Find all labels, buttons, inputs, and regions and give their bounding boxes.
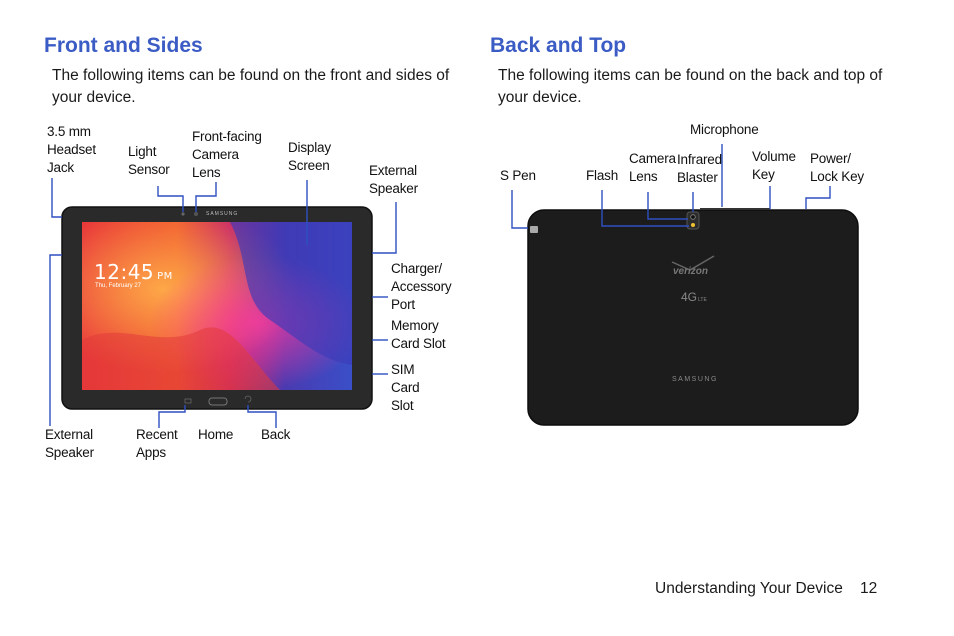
label-line: Flash	[586, 168, 619, 183]
network-badge-main: 4G	[681, 290, 698, 304]
label-line: Memory	[391, 318, 439, 333]
label-line: Display	[288, 140, 331, 155]
label-line: Speaker	[45, 445, 94, 460]
label-line: Back	[261, 427, 291, 442]
label-line: Screen	[288, 158, 330, 173]
label-home: Home	[198, 426, 233, 444]
label-line: Slot	[391, 398, 414, 413]
light-sensor-dot	[181, 212, 185, 216]
footer-page-number: 12	[860, 580, 878, 597]
label-power-lock-key: Power/Lock Key	[810, 150, 864, 186]
label-flash: Flash	[586, 167, 618, 185]
label-line: Jack	[47, 160, 74, 175]
label-line: Power/	[810, 151, 851, 166]
front-callouts	[49, 178, 397, 428]
label-line: S Pen	[500, 168, 536, 183]
label-line: Infrared	[677, 152, 722, 167]
clock-time: 12:45	[94, 260, 155, 284]
label-line: Card Slot	[391, 336, 446, 351]
back-callouts	[511, 144, 831, 229]
front-camera-dot	[194, 212, 198, 216]
label-line: 3.5 mm	[47, 124, 91, 139]
label-line: External	[369, 163, 417, 178]
label-microphone: Microphone	[690, 121, 759, 139]
label-line: Recent	[136, 427, 178, 442]
label-line: Volume	[752, 149, 796, 164]
back-tablet-body	[527, 209, 859, 426]
back-top-heading: Back and Top	[490, 34, 627, 57]
carrier-logo: verizon	[673, 266, 709, 277]
front-intro-line1: The following items can be found on the …	[52, 67, 450, 84]
label-line: Charger/	[391, 261, 442, 276]
clock-ampm: PM	[157, 271, 173, 282]
label-line: Camera	[629, 151, 676, 166]
label-line: Headset	[47, 142, 96, 157]
home-key-shape	[208, 397, 228, 406]
label-line: SIM	[391, 362, 415, 377]
back-tablet	[527, 208, 859, 426]
label-line: Lock Key	[810, 169, 864, 184]
label-line: Lens	[192, 165, 221, 180]
label-line: Card	[391, 380, 420, 395]
back-top-intro: The following items can be found on the …	[498, 65, 882, 109]
label-line: Blaster	[677, 170, 718, 185]
back-key-shape	[244, 395, 252, 403]
back-brand-logo: SAMSUNG	[672, 376, 718, 383]
label-line: Port	[391, 297, 415, 312]
label-line: Camera	[192, 147, 239, 162]
label-line: Apps	[136, 445, 166, 460]
front-sides-intro: The following items can be found on the …	[52, 65, 449, 109]
label-line: External	[45, 427, 93, 442]
label-s-pen: S Pen	[500, 167, 536, 185]
label-back: Back	[261, 426, 290, 444]
label-line: Lens	[629, 169, 658, 184]
label-line: Key	[752, 167, 775, 182]
back-intro-line1: The following items can be found on the …	[498, 67, 883, 84]
label-line: Home	[198, 427, 234, 442]
footer-section-title: Understanding Your Device	[655, 580, 843, 597]
label-line: Speaker	[369, 181, 418, 196]
label-line: Microphone	[690, 122, 759, 137]
label-line: Sensor	[128, 162, 170, 177]
front-tablet	[61, 206, 373, 410]
back-intro-line2: your device.	[498, 89, 582, 106]
label-line: Accessory	[391, 279, 452, 294]
lock-screen-date: Thu, February 27	[95, 283, 142, 289]
network-badge-sub: LTE	[698, 297, 707, 303]
front-intro-line2: your device.	[52, 89, 136, 106]
front-sides-heading: Front and Sides	[44, 34, 203, 57]
network-badge: 4GLTE	[681, 290, 707, 304]
label-line: Light	[128, 144, 157, 159]
recent-apps-key-shape	[184, 398, 192, 404]
front-brand-logo: SAMSUNG	[206, 211, 239, 217]
label-line: Front-facing	[192, 129, 262, 144]
s-pen-tip	[530, 226, 538, 233]
